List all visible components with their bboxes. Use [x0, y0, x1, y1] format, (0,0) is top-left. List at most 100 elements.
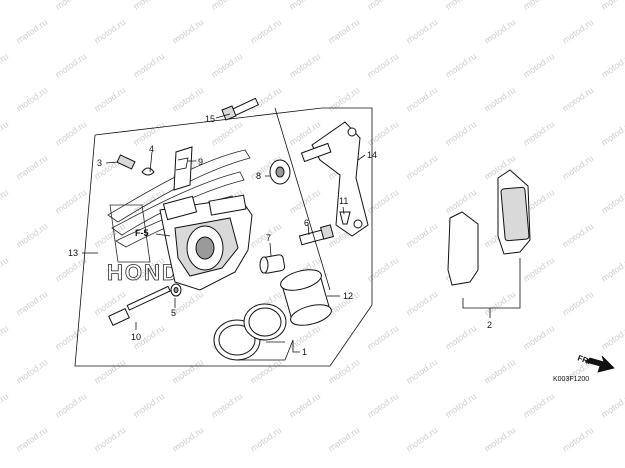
- watermark-text: motod.ru: [560, 425, 595, 454]
- watermark-text: motod.ru: [482, 357, 517, 386]
- watermark-text: motod.ru: [14, 153, 49, 182]
- callout-f5: F-5: [135, 228, 149, 238]
- sleeve-part: [259, 254, 286, 274]
- watermark-text: motod.ru: [326, 357, 361, 386]
- watermark-text: motod.ru: [404, 221, 439, 250]
- pad-spring-part: [173, 146, 193, 191]
- front-direction-indicator: FR.: [576, 353, 615, 373]
- watermark-text: motod.ru: [209, 0, 244, 12]
- boot-part: [269, 159, 291, 185]
- watermark-text: motod.ru: [14, 221, 49, 250]
- watermark-text: motod.ru: [248, 425, 283, 454]
- watermark-text: motod.ru: [521, 0, 556, 12]
- callout-12: 12: [343, 291, 353, 301]
- watermark-text: motod.ru: [365, 187, 400, 216]
- watermark-text: motod.ru: [599, 119, 625, 148]
- watermark-text: motod.ru: [326, 85, 361, 114]
- watermark-text: motod.ru: [131, 391, 166, 420]
- watermark-text: motod.ru: [0, 255, 10, 284]
- watermark-text: motod.ru: [599, 187, 625, 216]
- watermark-text: motod.ru: [560, 153, 595, 182]
- watermark-text: motod.ru: [404, 153, 439, 182]
- caliper-bracket-part: [300, 121, 369, 237]
- bleeder-screw-part: [116, 154, 136, 170]
- assembly-frame: [74, 107, 373, 367]
- watermark-text: motod.ru: [170, 85, 205, 114]
- watermark-text: motod.ru: [599, 51, 625, 80]
- watermark-text: motod.ru: [14, 425, 49, 454]
- watermark-text: motod.ru: [287, 391, 322, 420]
- callout-5: 5: [171, 308, 176, 318]
- watermark-text: motod.ru: [365, 255, 400, 284]
- watermark-text: motod.ru: [560, 289, 595, 318]
- watermark-text: motod.ru: [365, 391, 400, 420]
- leader-lines: [82, 107, 521, 361]
- watermark-text: motod.ru: [443, 187, 478, 216]
- watermark-text: motod.ru: [53, 51, 88, 80]
- watermark-text: motod.ru: [92, 17, 127, 46]
- watermark-text: motod.ru: [287, 51, 322, 80]
- watermark-text: motod.ru: [443, 0, 478, 12]
- callout-labels: 15 3 4 9 8 14 11 6 7 12 13 F-5 5 10 1 2: [68, 114, 492, 357]
- watermark-text: motod.ru: [521, 391, 556, 420]
- watermark-text: motod.ru: [521, 255, 556, 284]
- callout-9: 9: [198, 157, 203, 167]
- piston-part: [280, 269, 332, 326]
- watermark-text: motod.ru: [404, 357, 439, 386]
- watermark-text: motod.ru: [599, 255, 625, 284]
- watermark-text: motod.ru: [560, 221, 595, 250]
- piston-seal-part: [213, 303, 287, 361]
- watermark-text: motod.ru: [0, 51, 10, 80]
- caliper-pin-bolt-part: [108, 285, 171, 326]
- watermark-text: motod.ru: [170, 425, 205, 454]
- watermark-text: motod.ru: [131, 51, 166, 80]
- watermark-text: motod.ru: [482, 17, 517, 46]
- watermark-text: motod.ru: [404, 85, 439, 114]
- watermark-text: motod.ru: [209, 51, 244, 80]
- watermark-text: motod.ru: [287, 0, 322, 12]
- watermark-text: motod.ru: [365, 323, 400, 352]
- watermark-text: motod.ru: [0, 391, 10, 420]
- watermark-text: motod.ru: [0, 323, 10, 352]
- caliper-body-part: [159, 194, 253, 291]
- callout-14: 14: [367, 150, 377, 160]
- watermark-text: motod.ru: [326, 17, 361, 46]
- watermark-text: motod.ru: [131, 0, 166, 12]
- callout-2: 2: [487, 320, 492, 330]
- watermark-text: motod.ru: [365, 119, 400, 148]
- bleeder-cap-part: [141, 167, 155, 176]
- watermark-text: motod.ru: [443, 391, 478, 420]
- callout-7: 7: [266, 233, 271, 243]
- callout-3: 3: [97, 158, 102, 168]
- watermark-text: motod.ru: [521, 323, 556, 352]
- watermark-text: motod.ru: [482, 425, 517, 454]
- watermark-text: motod.ru: [0, 119, 10, 148]
- watermark-text: motod.ru: [599, 391, 625, 420]
- front-arrow-icon: [585, 355, 615, 373]
- watermark-text: motod.ru: [92, 85, 127, 114]
- watermark-text: motod.ru: [482, 289, 517, 318]
- watermark-text: motod.ru: [248, 17, 283, 46]
- watermark-text: motod.ru: [170, 17, 205, 46]
- watermark-text: motod.ru: [443, 119, 478, 148]
- watermark-text: motod.ru: [53, 187, 88, 216]
- callout-11: 11: [339, 196, 348, 206]
- watermark-text: motod.ru: [404, 425, 439, 454]
- watermark-text: motod.ru: [53, 0, 88, 12]
- callout-8: 8: [256, 171, 261, 181]
- watermark-text: motod.ru: [92, 425, 127, 454]
- watermark-text: motod.ru: [404, 289, 439, 318]
- callout-4: 4: [149, 144, 154, 154]
- front-direction-label: FR.: [576, 353, 591, 366]
- watermark-text: motod.ru: [599, 323, 625, 352]
- watermark-text: motod.ru: [14, 17, 49, 46]
- watermark-text: motod.ru: [248, 357, 283, 386]
- watermark-text: motod.ru: [521, 51, 556, 80]
- watermark-text: motod.ru: [443, 51, 478, 80]
- bracket-pin-part: [298, 224, 334, 246]
- watermark-text: motod.ru: [53, 323, 88, 352]
- watermark-text: motod.ru: [365, 0, 400, 12]
- watermark-text: motod.ru: [482, 85, 517, 114]
